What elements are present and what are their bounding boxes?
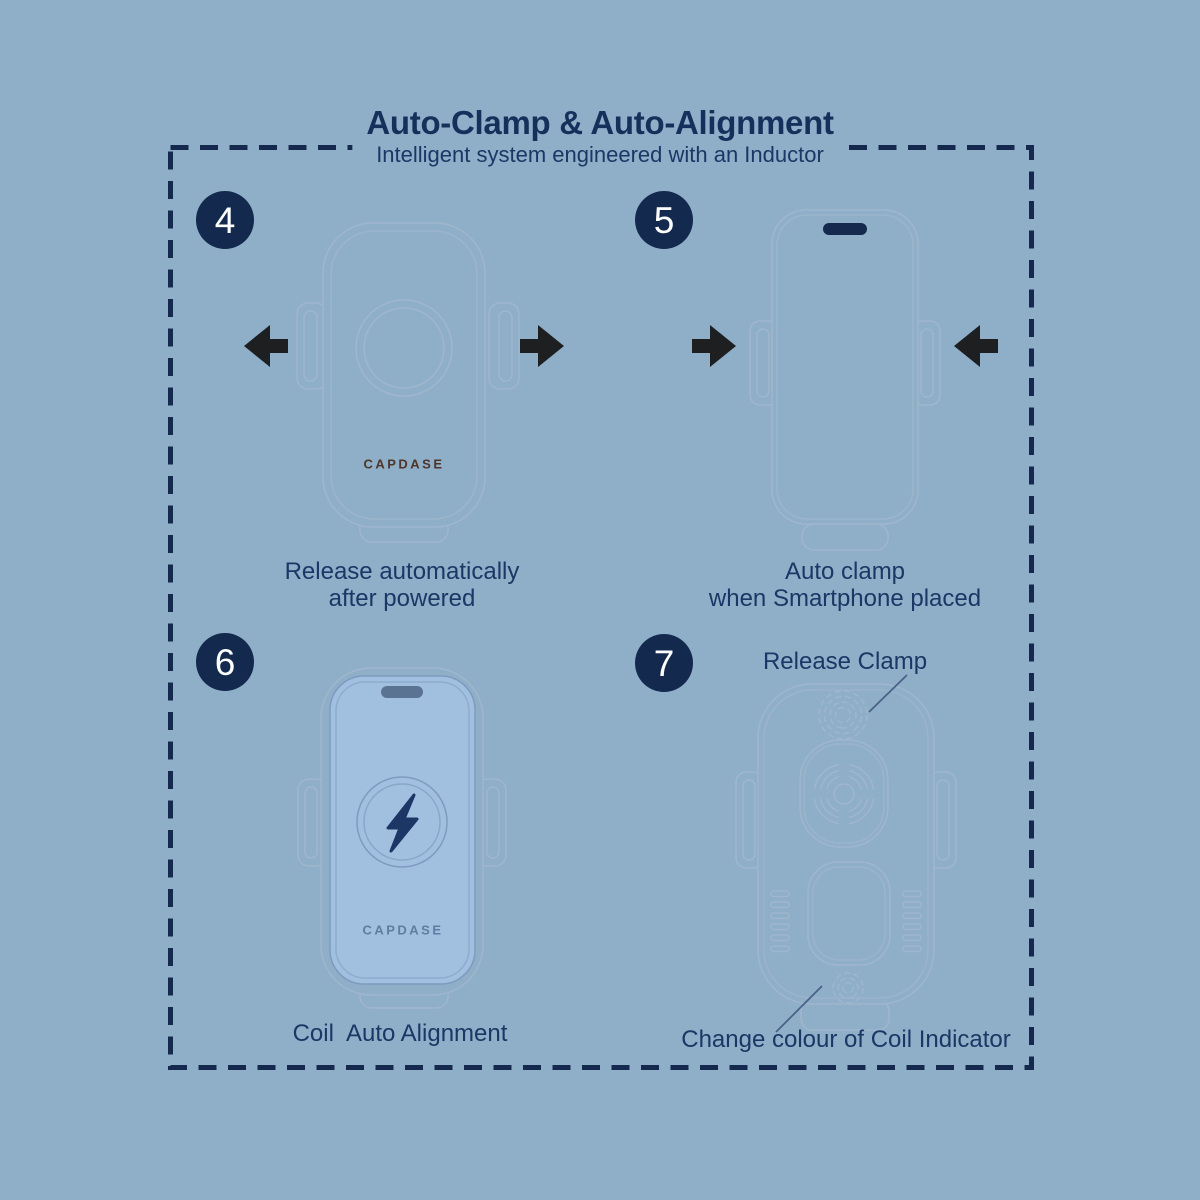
- page-subtitle: Intelligent system engineered with an In…: [376, 142, 824, 167]
- back-pad: [807, 861, 891, 966]
- lightning-bolt-icon: [386, 793, 419, 853]
- step-badge-4: 4: [196, 191, 254, 249]
- arrow-right-icon: [520, 325, 564, 367]
- smartphone-clamp-illustration: [749, 209, 941, 551]
- fingerprint-button-icon: [832, 972, 864, 1004]
- caption-step4: Release automatically after powered: [285, 558, 520, 612]
- fingerprint-button-icon: [818, 690, 868, 740]
- caption-line: after powered: [328, 585, 476, 612]
- arrow-left-icon: [244, 325, 288, 367]
- step-number: 6: [214, 641, 236, 683]
- right-arm-pad: [498, 310, 513, 382]
- arrow-inward-left-icon: [692, 325, 736, 367]
- release-arrows: [244, 325, 564, 367]
- dynamic-island-icon: [381, 686, 423, 698]
- arrow-inward-right-icon: [954, 325, 998, 367]
- label-coil-indicator: Change colour of Coil Indicator: [681, 1026, 1011, 1053]
- leader-line-release-clamp: [868, 674, 908, 713]
- left-arm-pad: [303, 310, 318, 382]
- leader-line-coil-indicator: [775, 985, 823, 1033]
- coil-ring-outer: [355, 299, 453, 397]
- step-badge-6: 6: [196, 633, 254, 691]
- mount-front-illustration: [296, 222, 520, 543]
- dynamic-island-icon: [823, 223, 867, 235]
- step-badge-5: 5: [635, 191, 693, 249]
- caption-line: when Smartphone placed: [708, 585, 982, 612]
- mount-back-body: [757, 683, 935, 1005]
- coil-ring-outer: [356, 776, 448, 868]
- step-number: 4: [214, 199, 236, 241]
- mount-back-illustration: [735, 674, 957, 1033]
- coil-ring-inner: [363, 307, 445, 389]
- title-block: Auto-Clamp & Auto-Alignment Intelligent …: [352, 104, 848, 168]
- caption-step6: Coil Auto Alignment: [292, 1020, 508, 1047]
- left-arm-pad: [756, 328, 770, 398]
- coil-alignment-illustration: [297, 667, 507, 1009]
- step-number: 7: [653, 642, 675, 684]
- caption-line: Release automatically: [284, 558, 520, 585]
- fan-housing: [799, 739, 889, 848]
- coil-ring-inner: [363, 783, 441, 861]
- page-title: Auto-Clamp & Auto-Alignment: [366, 104, 834, 141]
- caption-line: Auto clamp: [784, 558, 906, 585]
- fan-grille-icon: [813, 763, 875, 825]
- mount-body: [322, 222, 486, 528]
- capdase-logo: CAPDASE: [362, 922, 444, 938]
- mount-foot: [801, 523, 889, 551]
- caption-step5: Auto clamp when Smartphone placed: [709, 558, 981, 612]
- step-badge-7: 7: [635, 634, 693, 692]
- clamp-arrows: [692, 325, 998, 367]
- step-number: 5: [653, 199, 675, 241]
- capdase-logo: CAPDASE: [363, 456, 445, 472]
- smartphone-outline: [771, 209, 919, 525]
- right-arm-pad: [920, 328, 934, 398]
- vent-slots: [770, 890, 922, 953]
- label-release-clamp: Release Clamp: [762, 648, 928, 675]
